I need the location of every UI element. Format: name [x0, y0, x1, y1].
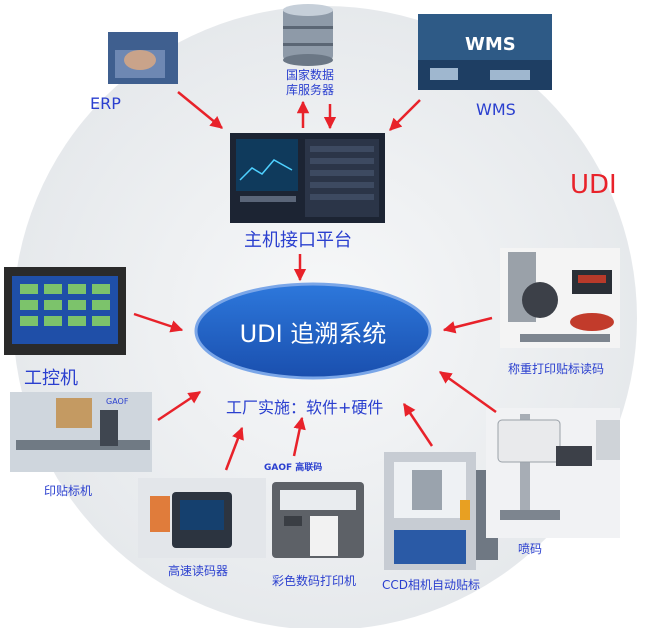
- node-label-reader: 高速读码器: [168, 564, 229, 578]
- labeler-image: GAOF: [10, 392, 152, 472]
- node-label-erp: ERP: [90, 94, 121, 113]
- node-label-inkjet: 喷码: [518, 542, 543, 556]
- center-ellipse: [194, 282, 432, 380]
- host-platform-label: 主机接口平台: [244, 230, 352, 251]
- node-label-printer: 彩色数码打印机: [272, 574, 357, 588]
- barcode-reader-image: [138, 478, 266, 558]
- host-platform-image: [230, 133, 385, 223]
- weigh-label-image: [500, 248, 620, 348]
- node-label-db: 国家数据 库服务器: [285, 68, 334, 97]
- erp-image: [108, 32, 178, 84]
- color-printer-image: GAOF 高联码: [264, 461, 364, 558]
- arrows-group: [133, 91, 497, 471]
- arrow-erp: [177, 91, 223, 129]
- node-label-weigh: 称重打印贴标读码: [508, 362, 605, 376]
- wms-image-text: WMS: [465, 34, 516, 55]
- inkjet-image: [486, 408, 620, 538]
- arrow-weigh: [442, 316, 493, 334]
- arrow-ipc: [133, 312, 184, 333]
- node-label-labeler: 印贴标机: [44, 484, 93, 498]
- ipc-image: [4, 267, 126, 355]
- arrow-ccd: [402, 402, 434, 447]
- arrow-labeler: [157, 390, 202, 422]
- database-server-icon: [283, 4, 333, 66]
- wms-image: WMS: [418, 14, 552, 90]
- center-label: UDI 追溯系统: [239, 320, 387, 348]
- arrow-reader: [224, 426, 244, 471]
- arrow-inkjet: [438, 370, 497, 414]
- arrow-wms: [389, 99, 421, 131]
- brand-logo-text: GAOF: [106, 397, 129, 406]
- brand-logo-text-2: GAOF 高联码: [264, 461, 322, 473]
- node-label-ipc: 工控机: [24, 368, 78, 389]
- node-label-ccd: CCD相机自动贴标: [382, 578, 480, 592]
- corner-udi-text: UDI: [570, 170, 617, 200]
- node-label-wms: WMS: [476, 100, 516, 119]
- arrow-printer: [292, 416, 306, 457]
- factory-label: 工厂实施：软件+硬件: [226, 398, 384, 417]
